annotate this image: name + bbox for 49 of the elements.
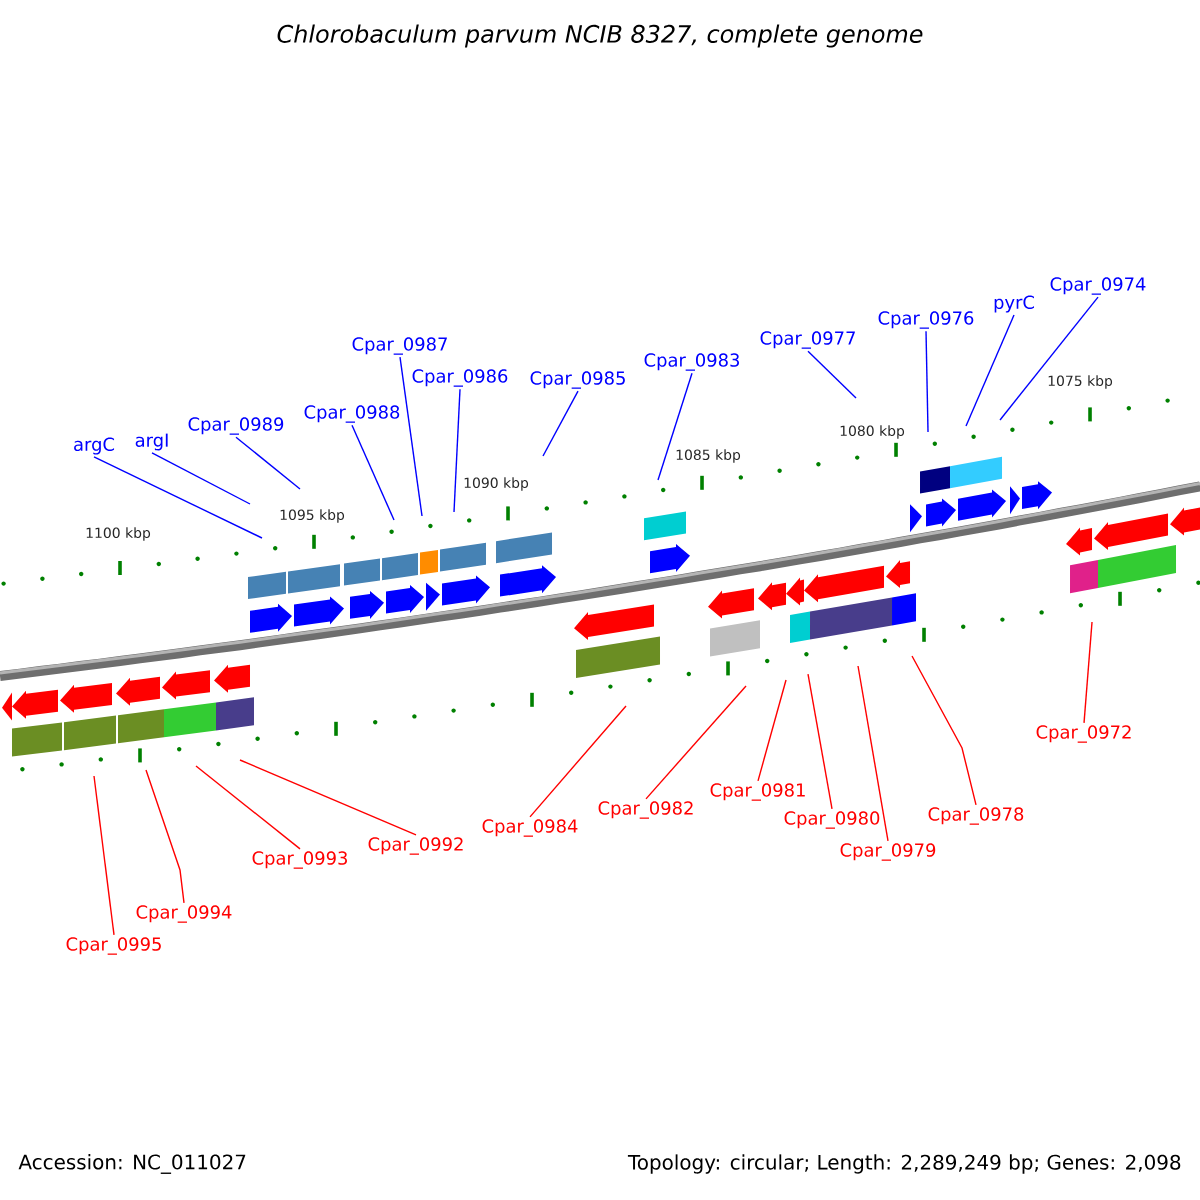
gene-label: Cpar_0994 bbox=[136, 905, 232, 923]
leader-line bbox=[151, 452, 251, 505]
leader-line bbox=[529, 705, 627, 818]
leader-line bbox=[239, 759, 417, 836]
gene-label: Cpar_0972 bbox=[1036, 725, 1131, 743]
gene-label: Cpar_0986 bbox=[412, 369, 508, 387]
gene-label: Cpar_0992 bbox=[368, 837, 463, 855]
gene-label: Cpar_0977 bbox=[760, 331, 855, 349]
leader-line bbox=[93, 775, 115, 936]
gene-label: Cpar_0976 bbox=[878, 311, 974, 329]
leader-line bbox=[757, 679, 787, 782]
gene-label: Cpar_0995 bbox=[66, 937, 161, 955]
leader-line bbox=[235, 436, 301, 490]
leader-line bbox=[999, 296, 1099, 421]
leader-line bbox=[351, 424, 395, 521]
gene-label: Cpar_0979 bbox=[840, 843, 936, 861]
gene-label: Cpar_0980 bbox=[784, 811, 880, 829]
leader-line bbox=[542, 390, 579, 457]
leader-line bbox=[93, 456, 263, 539]
gene-label: Cpar_0982 bbox=[598, 801, 693, 819]
gene-label: argI bbox=[135, 433, 168, 451]
leader-line bbox=[657, 372, 693, 481]
leader-line bbox=[1083, 621, 1093, 724]
gene-label: Cpar_0988 bbox=[304, 405, 400, 423]
leader-line bbox=[645, 685, 747, 800]
gene-label: Cpar_0974 bbox=[1050, 277, 1146, 295]
gene-label: pyrC bbox=[994, 295, 1034, 313]
gene-label: Cpar_0981 bbox=[710, 783, 805, 801]
gene-label: Cpar_0984 bbox=[482, 819, 578, 837]
gene-label: Cpar_0978 bbox=[928, 807, 1024, 825]
leader-line bbox=[807, 673, 833, 810]
gene-label: Cpar_0993 bbox=[252, 851, 347, 869]
leader-line bbox=[807, 350, 857, 399]
title: Chlorobaculum parvum NCIB 8327, complete genome bbox=[277, 24, 923, 48]
leader-line bbox=[145, 769, 185, 904]
leader-line bbox=[925, 330, 929, 433]
leader-line bbox=[965, 314, 1015, 427]
gene-label: Cpar_0985 bbox=[530, 371, 625, 389]
gene-label: Cpar_0989 bbox=[188, 417, 284, 435]
leader-line bbox=[399, 356, 423, 517]
leader-line bbox=[857, 665, 889, 842]
gene-label: Cpar_0987 bbox=[352, 337, 447, 355]
gene-label: argC bbox=[74, 437, 115, 455]
leader-line bbox=[195, 765, 301, 850]
genome-summary-text: Topology: circular; Length: 2,289,249 bp; Genes: 2,098 bbox=[627, 1154, 1181, 1174]
gene-label: Cpar_0983 bbox=[644, 353, 739, 371]
accession-text: Accession: NC_011027 bbox=[18, 1154, 246, 1174]
leader-line bbox=[453, 388, 461, 513]
leader-line bbox=[911, 655, 977, 806]
